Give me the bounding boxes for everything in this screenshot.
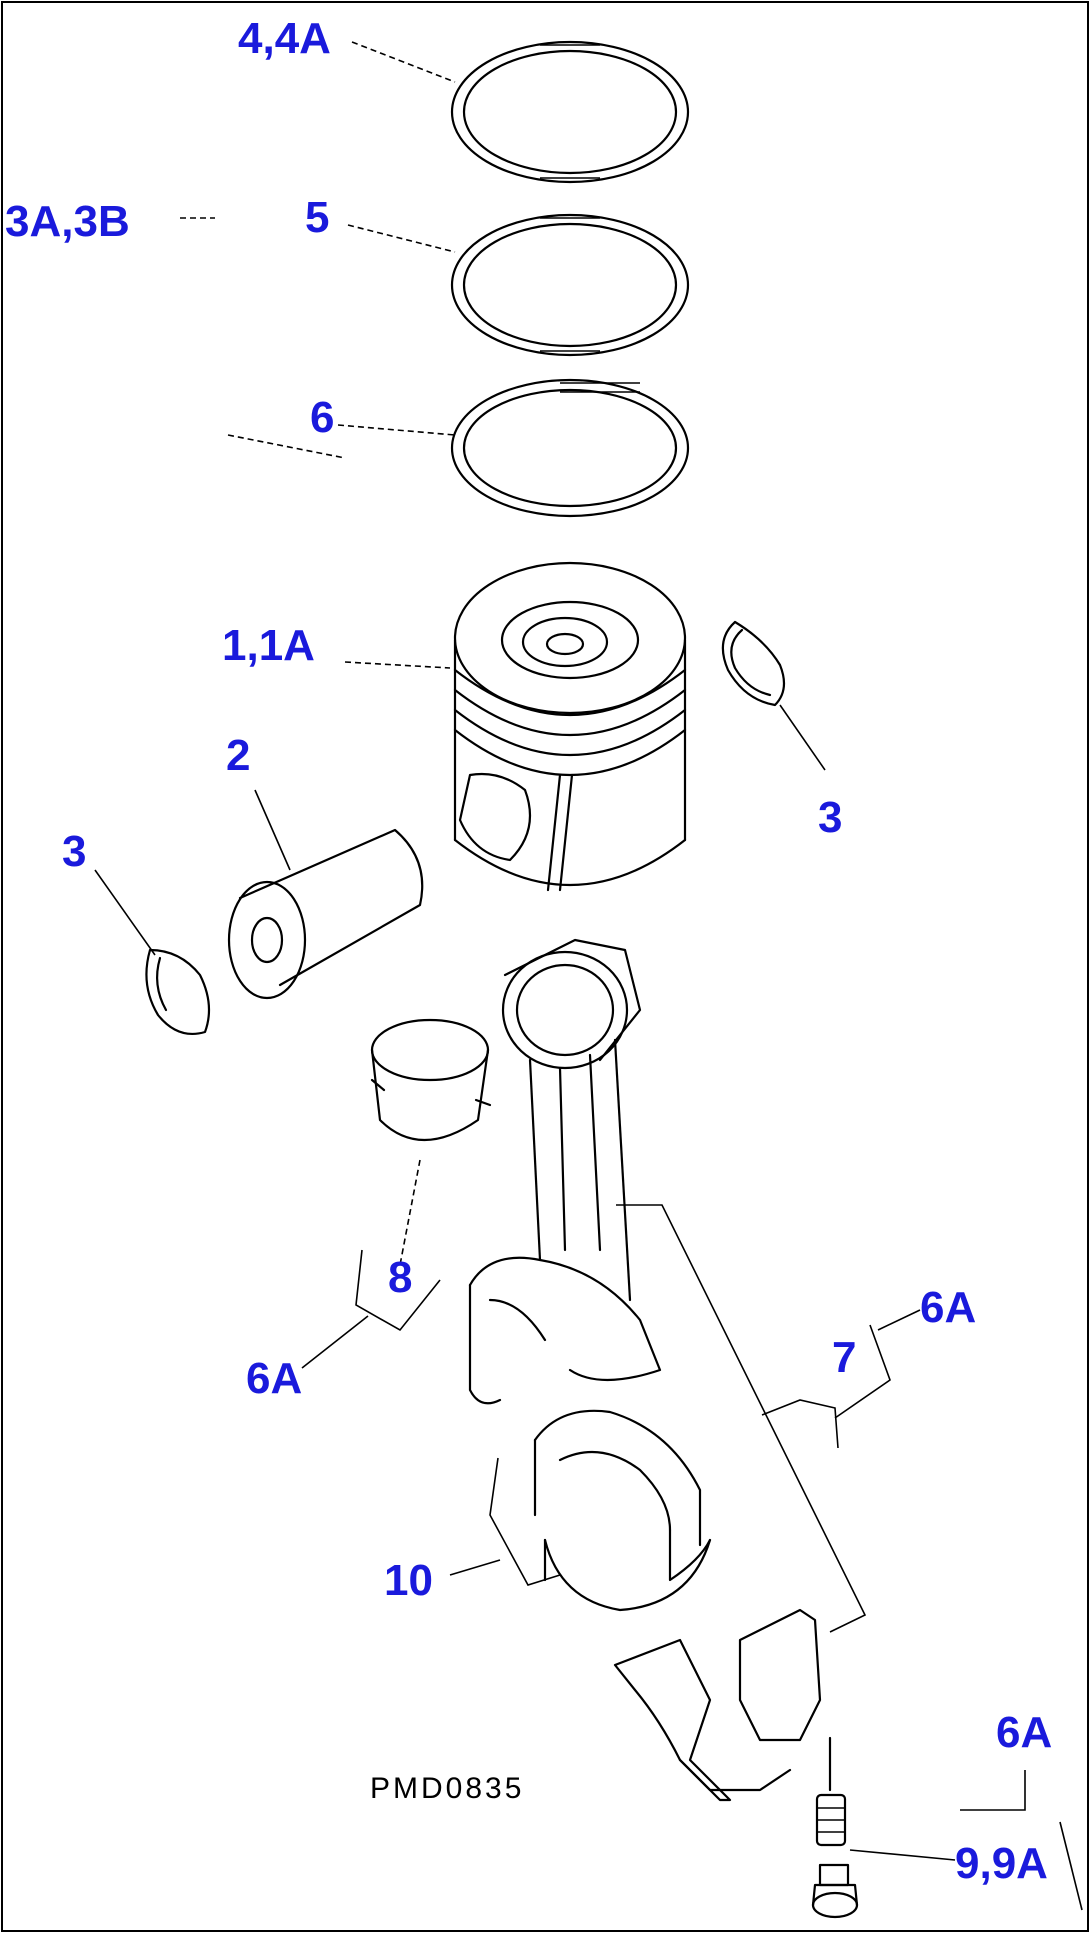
callout-ring-top-alt: 3A,3B: [5, 197, 130, 246]
callout-bearing: 10: [384, 1556, 433, 1605]
callout-bolt-ref: 6A: [996, 1708, 1052, 1757]
connecting-rod-bolt[interactable]: [811, 1736, 859, 1919]
callout-ring-top: 4,4A: [238, 14, 331, 63]
callout-piston: 1,1A: [222, 621, 315, 670]
drawing-code: PMD0835: [370, 1772, 524, 1805]
connecting-rod-bearing[interactable]: [533, 1409, 712, 1612]
oil-ring[interactable]: [450, 378, 690, 518]
callout-con-rod: 7: [832, 1333, 856, 1382]
snap-ring-left[interactable]: [145, 948, 211, 1036]
callout-bushing-ref: 6A: [246, 1354, 302, 1403]
callout-con-rod-ref: 6A: [920, 1283, 976, 1332]
small-end-bushing[interactable]: [370, 1018, 492, 1141]
callout-bolt: 9,9A: [955, 1839, 1048, 1888]
connecting-rod-cap[interactable]: [613, 1608, 822, 1802]
snap-ring-right[interactable]: [721, 620, 786, 707]
callout-snap-ring-left: 3: [62, 827, 86, 876]
piston-ring-second[interactable]: [450, 213, 690, 357]
piston-pin[interactable]: [227, 828, 424, 1000]
piston[interactable]: [453, 561, 687, 892]
connecting-rod[interactable]: [468, 938, 662, 1405]
piston-ring-top[interactable]: [450, 40, 690, 184]
callout-bushing: 8: [388, 1253, 412, 1302]
callout-oil-ring: 6: [310, 393, 334, 442]
callout-piston-pin: 2: [226, 731, 250, 780]
callout-ring-second: 5: [305, 193, 329, 242]
callout-snap-ring-right: 3: [818, 793, 842, 842]
